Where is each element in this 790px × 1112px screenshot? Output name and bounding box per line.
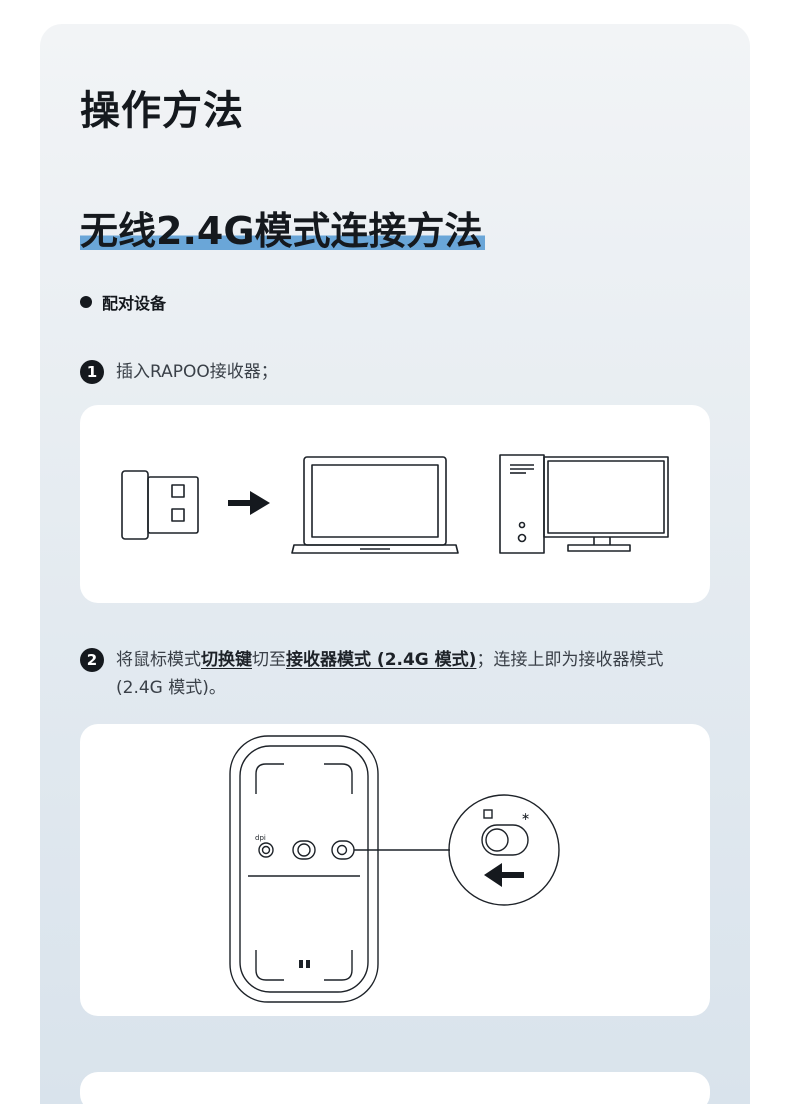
switch-key-term: 切换键 bbox=[201, 650, 252, 670]
dpi-label: dpi bbox=[255, 834, 266, 842]
step-number-2: 2 bbox=[80, 648, 104, 672]
section-subtitle: 无线2.4G模式连接方法 bbox=[80, 200, 485, 257]
step-2-text-e: ；连接上即为接收器模式 (2.4G 模式)。 bbox=[116, 650, 664, 698]
step-2-text: 将鼠标模式切换键切至接收器模式 (2.4G 模式)；连接上即为接收器模式 (2.… bbox=[116, 646, 710, 702]
step-2-text-a: 将鼠标模式 bbox=[116, 650, 201, 670]
mouse-illustration-card: dpi ∗ bbox=[80, 724, 710, 1016]
arrow-right-icon bbox=[228, 491, 270, 515]
pairing-bullet: 配对设备 bbox=[80, 290, 166, 314]
step-number-1: 1 bbox=[80, 360, 104, 384]
monitor-icon bbox=[543, 456, 669, 552]
arrow-left-icon bbox=[484, 863, 524, 887]
desktop-tower-icon bbox=[499, 454, 545, 554]
usb-receiver-icon bbox=[121, 470, 199, 540]
step-1-text: 插入RAPOO接收器； bbox=[116, 362, 278, 382]
bluetooth-icon: ∗ bbox=[521, 810, 530, 823]
mouse-body-icon bbox=[229, 735, 450, 1003]
page-title: 操作方法 bbox=[80, 88, 244, 134]
bullet-label: 配对设备 bbox=[102, 294, 167, 313]
mouse-bottom-illustration: dpi ∗ bbox=[229, 735, 560, 1003]
mode-switch-zoom-icon bbox=[448, 794, 560, 906]
receiver-illustration-card bbox=[80, 405, 710, 603]
bullet-dot-icon bbox=[80, 296, 92, 308]
receiver-mode-term: 接收器模式 (2.4G 模式) bbox=[286, 650, 477, 670]
step-1: 1 插入RAPOO接收器； bbox=[80, 358, 278, 386]
step-2: 2 将鼠标模式切换键切至接收器模式 (2.4G 模式)；连接上即为接收器模式 (… bbox=[80, 646, 710, 702]
battery-icon bbox=[299, 960, 310, 968]
next-card-edge bbox=[80, 1072, 710, 1112]
receiver-illustration bbox=[121, 454, 669, 554]
step-2-text-c: 切至 bbox=[252, 650, 286, 670]
laptop-icon bbox=[291, 456, 459, 554]
